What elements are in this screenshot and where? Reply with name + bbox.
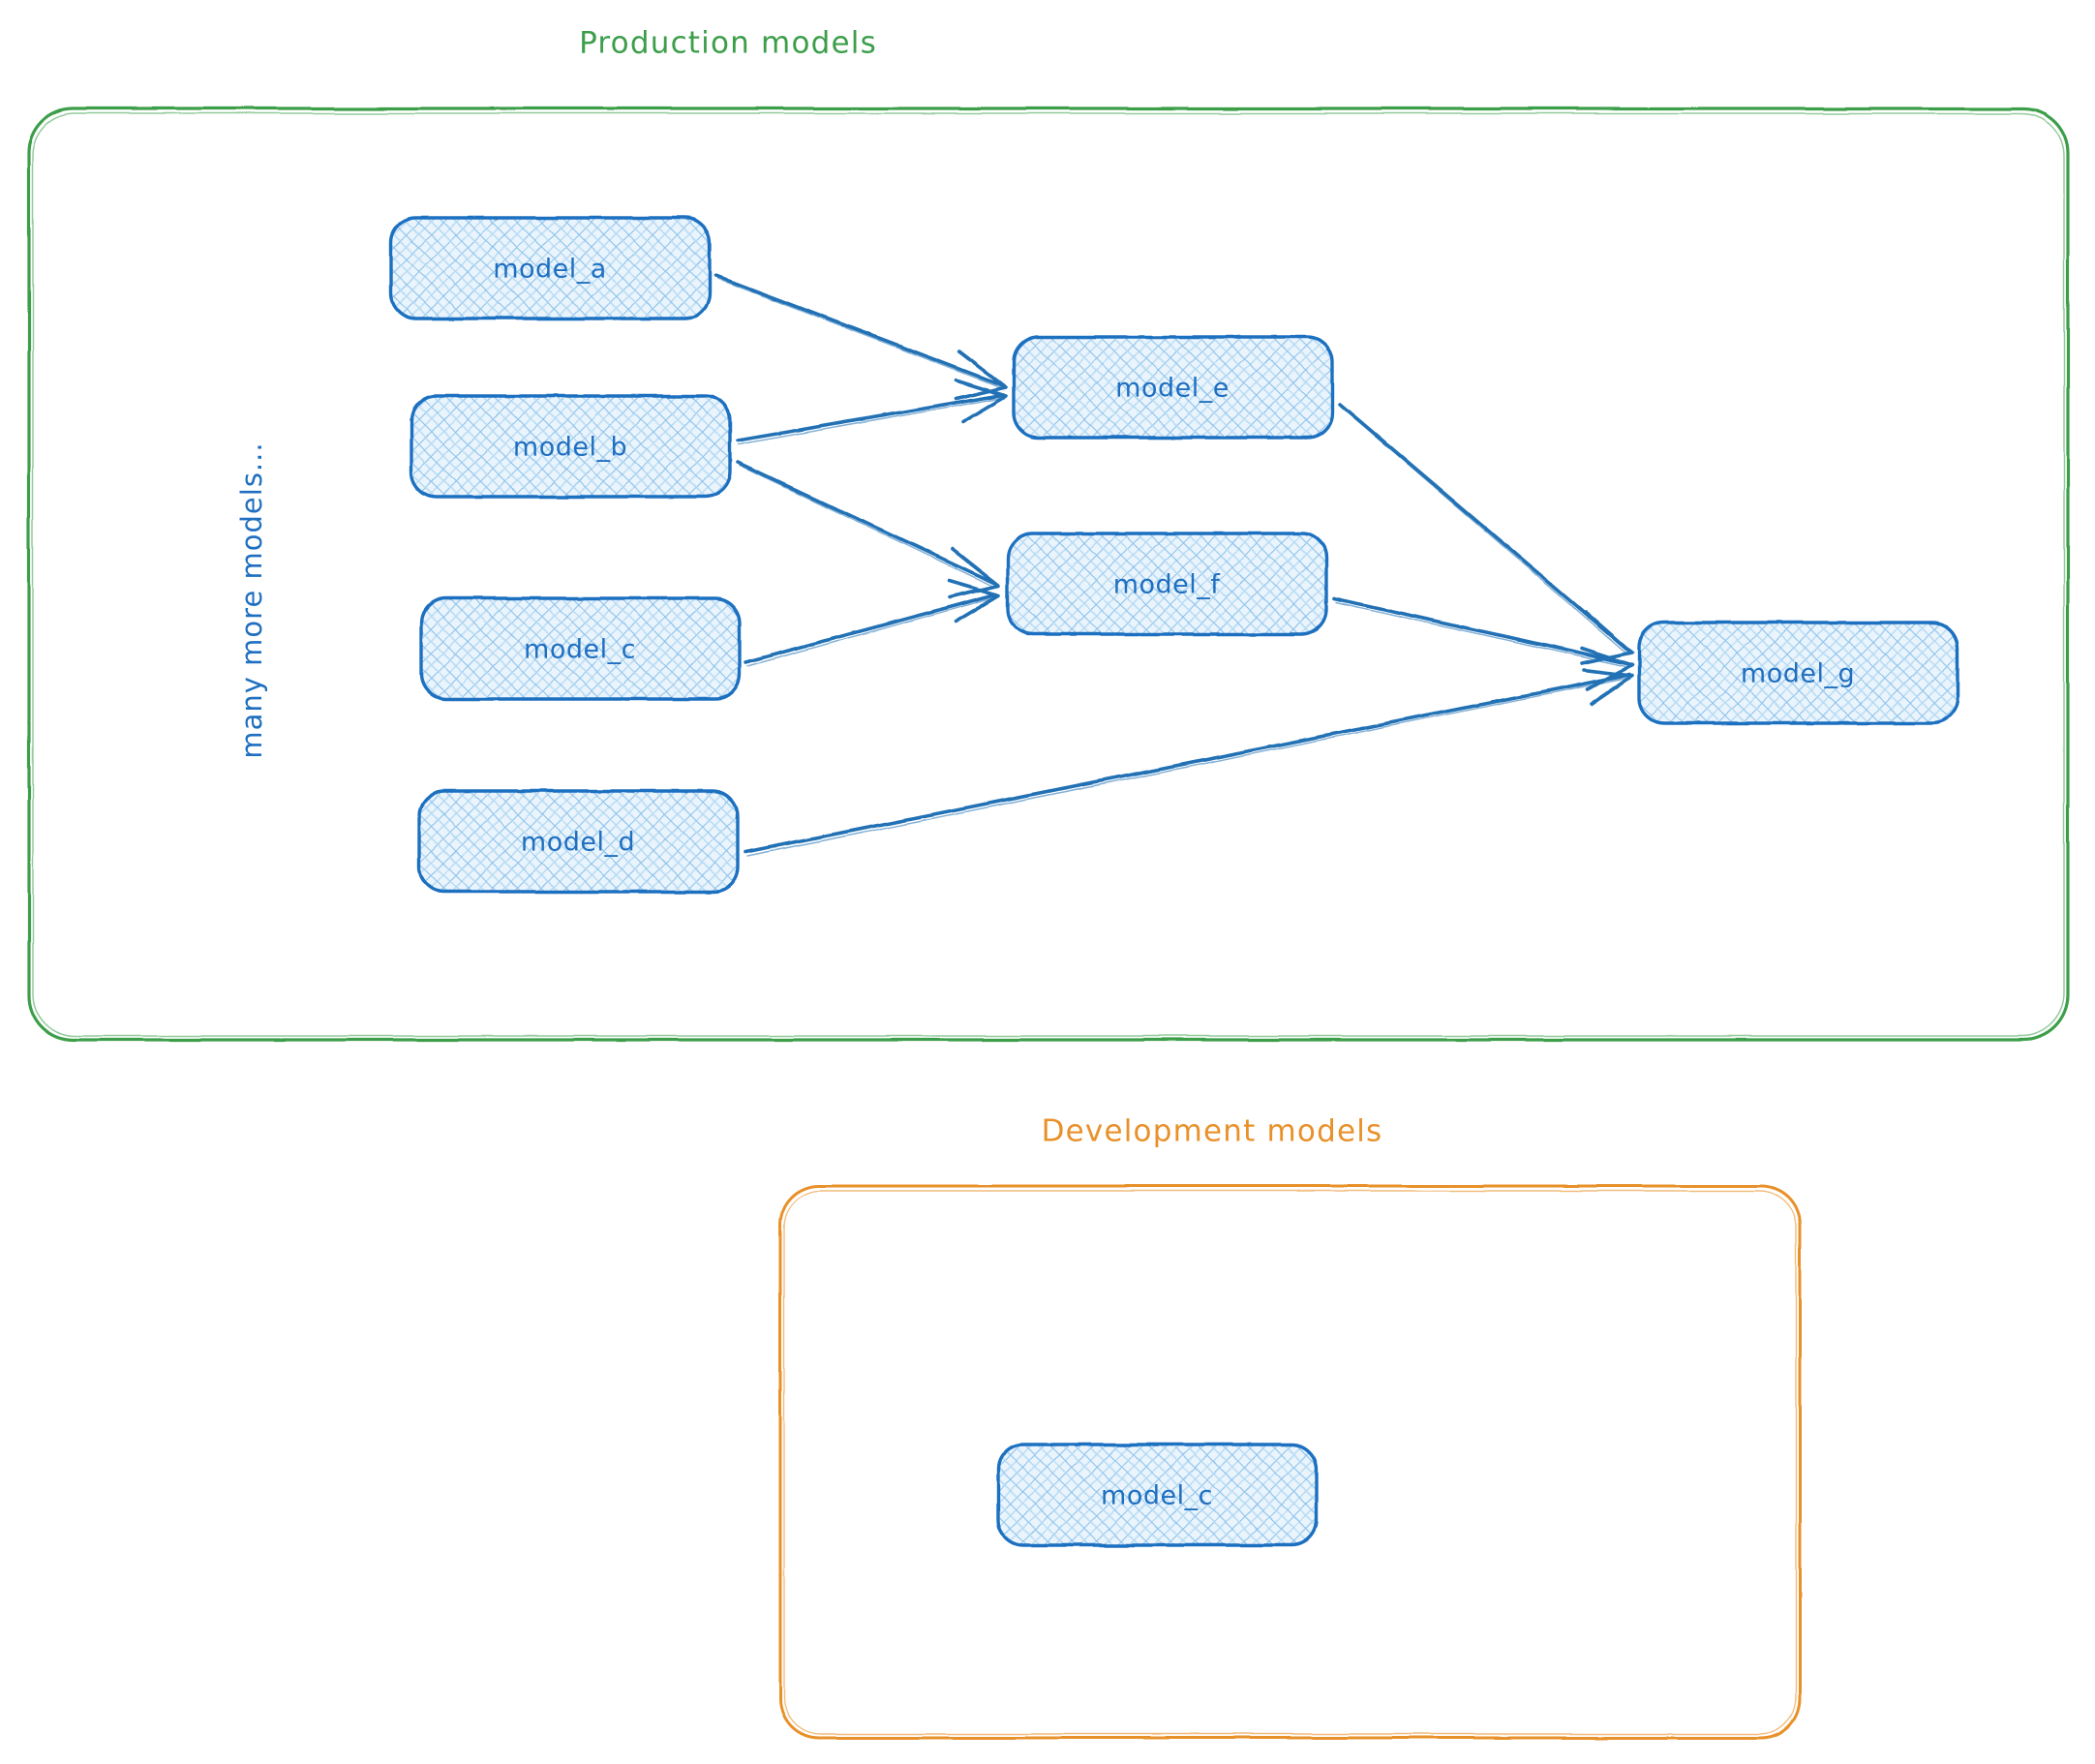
edge-model-d-to-model-g [744,668,1634,857]
node-model-c-production[interactable]: model_c [419,596,742,701]
production-container-border-sketch [32,112,2065,1037]
group-title-production: Production models [579,26,877,61]
edge-model-b-to-model-f [736,461,1001,599]
node-model-d-label: model_d [521,828,635,858]
node-model-a-shape [389,216,712,320]
many-more-models-label: many more models... [235,441,268,758]
node-model-d[interactable]: model_d [417,789,740,894]
node-model-e-shape [1012,335,1334,440]
production-container-border [27,106,2070,1042]
node-model-f-label: model_f [1113,570,1222,600]
group-title-development: Development models [1042,1114,1383,1149]
node-model-e[interactable]: model_e [1012,335,1334,440]
edge-model-e-to-model-g [1338,403,1634,665]
many-more-models-annotation: many more models... [235,441,268,758]
node-model-a-label: model_a [493,255,607,285]
node-model-c-production-label: model_c [524,635,636,665]
node-model-a[interactable]: model_a [389,216,712,320]
node-model-c-production-shape [419,596,742,701]
development-container-border-sketch [783,1190,1797,1735]
edge-model-c-to-model-f [744,579,1001,667]
node-model-c-development-shape [996,1443,1319,1547]
node-model-f[interactable]: model_f [1006,532,1328,636]
node-model-d-shape [417,789,740,894]
node-model-b-label: model_b [513,433,627,463]
node-model-b-shape [410,394,732,499]
group-development[interactable]: Development models [778,1114,1802,1740]
node-model-e-label: model_e [1115,374,1230,404]
node-model-f-shape [1006,532,1328,636]
node-model-g-label: model_g [1741,659,1855,689]
node-model-c-development-label: model_c [1101,1481,1213,1511]
group-production[interactable]: Production models [27,26,2070,1042]
node-model-g-shape [1637,621,1959,725]
node-model-g[interactable]: model_g [1637,621,1959,725]
edge-model-b-to-model-e [736,379,1008,445]
edge-model-a-to-model-e [714,274,1008,401]
node-model-b[interactable]: model_b [410,394,732,499]
node-model-c-development[interactable]: model_c [996,1443,1319,1547]
edge-layer [714,274,1634,857]
development-container-border [778,1184,1802,1740]
